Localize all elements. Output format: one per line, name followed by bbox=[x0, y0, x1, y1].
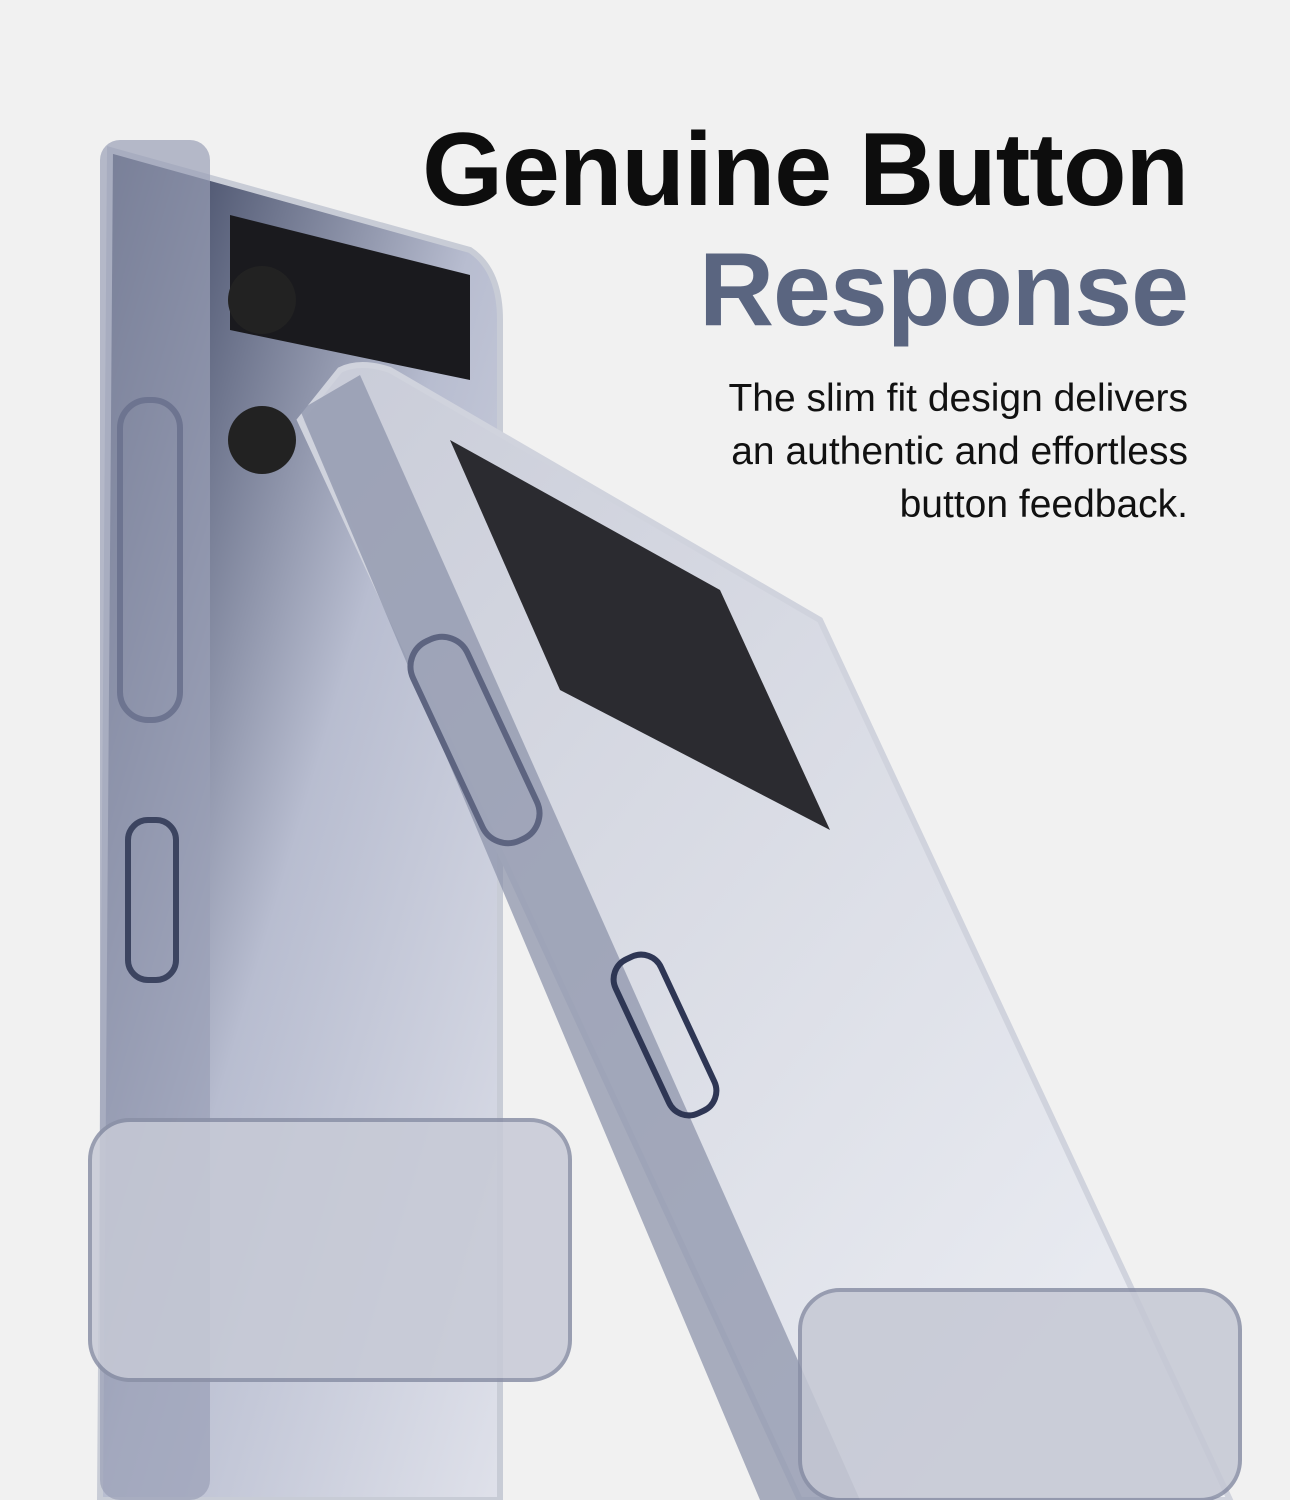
front-phone bbox=[296, 362, 1242, 1500]
headline-line-1: Genuine Button bbox=[422, 112, 1189, 228]
front-phone-volume-button bbox=[407, 633, 543, 847]
back-phone-cover-screen bbox=[230, 215, 470, 380]
front-phone-side-edge bbox=[300, 375, 860, 1500]
description-text: The slim fit design delivers an authenti… bbox=[728, 377, 1188, 526]
back-phone-camera-lens bbox=[228, 266, 296, 334]
front-phone-side-button bbox=[610, 951, 720, 1119]
back-phone-side-button bbox=[125, 817, 179, 983]
headline: Genuine Button Response bbox=[422, 110, 1189, 350]
front-phone-body bbox=[296, 362, 1234, 1500]
back-phone-volume-button bbox=[117, 397, 183, 723]
back-phone-camera-lens bbox=[228, 406, 296, 474]
back-phone-hinge bbox=[88, 1118, 572, 1382]
headline-line-2: Response bbox=[698, 232, 1189, 348]
front-phone-hinge bbox=[798, 1288, 1242, 1500]
front-phone-cover-screen bbox=[450, 440, 830, 830]
